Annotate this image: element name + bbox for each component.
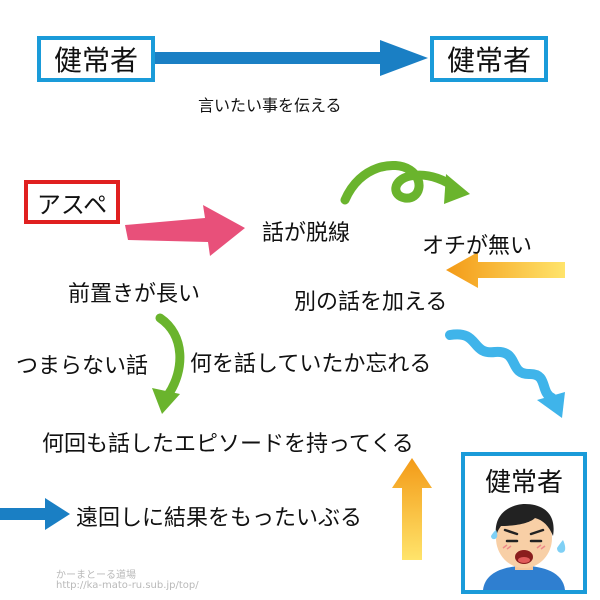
phrase-long-preface: 前置きが長い <box>68 282 201 307</box>
phrase-derail: 話が脱線 <box>262 221 351 246</box>
lightblue-zigzag-arrow <box>445 329 565 418</box>
phrase-boring-talk: つまらない話 <box>16 354 149 379</box>
watermark-site-name: かーまとーる道場 <box>56 570 136 581</box>
top-left-box: 健常者 <box>37 36 155 82</box>
phrase-forget-topic: 何を話していたか忘れる <box>190 352 432 377</box>
bottom-right-box: 健常者 <box>461 452 587 594</box>
watermark-url: http://ka-mato-ru.sub.jp/top/ <box>56 580 199 591</box>
phrase-repeat-episode: 何回も話したエピソードを持ってくる <box>42 432 414 457</box>
pink-arrow <box>125 205 245 256</box>
top-right-box: 健常者 <box>430 36 548 82</box>
orange-left-arrow <box>446 252 565 288</box>
phrase-delay-conclusion: 遠回しに結果をもったいぶる <box>76 506 363 531</box>
green-loop-arrow <box>340 160 470 205</box>
orange-up-arrow <box>392 458 432 560</box>
top-blue-arrow <box>155 40 428 76</box>
bottom-left-blue-arrow <box>0 498 70 530</box>
top-caption: 言いたい事を伝える <box>198 96 342 115</box>
bottom-box-title: 健常者 <box>484 468 563 498</box>
green-down-arrow <box>152 313 185 414</box>
phrase-add-other-topic: 別の話を加える <box>294 290 448 315</box>
troubled-face-icon <box>483 504 566 590</box>
phrase-no-punchline: オチが無い <box>422 234 533 259</box>
aspe-box: アスペ <box>24 180 120 224</box>
